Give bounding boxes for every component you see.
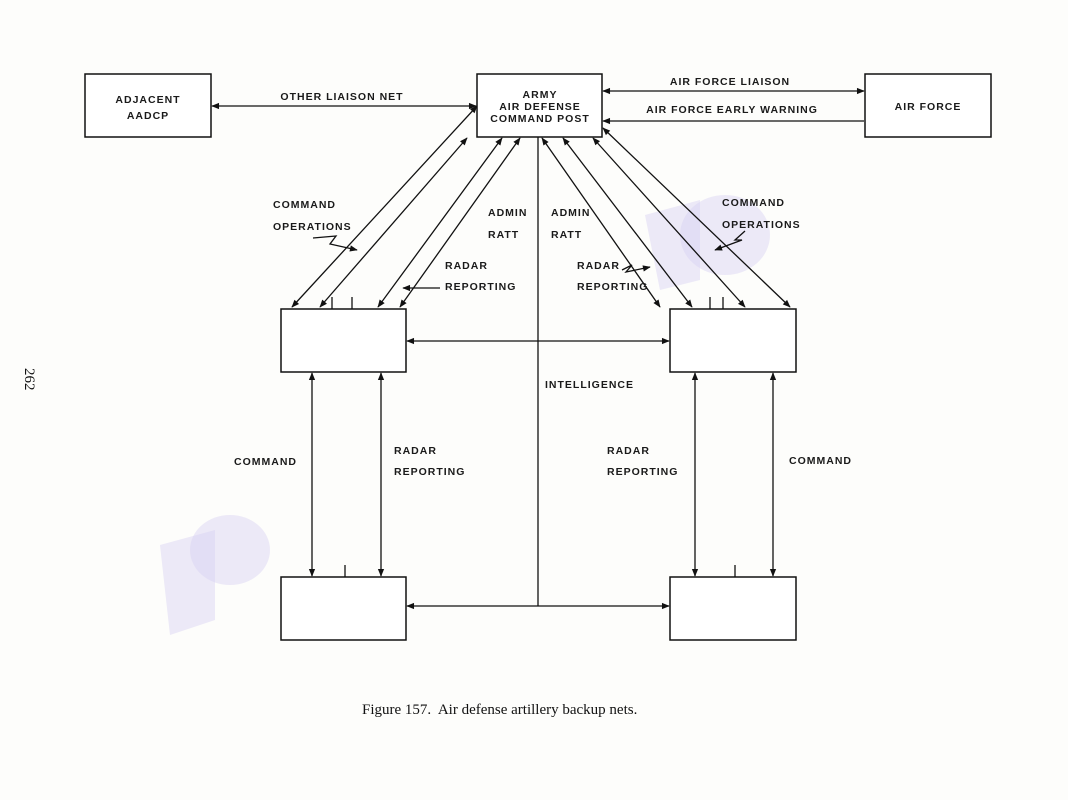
watermark-emblem: [645, 195, 770, 290]
reporting-label-right: REPORTING: [577, 281, 648, 293]
command-post-label: COMMAND POST: [490, 113, 590, 125]
operations-pointer-right: [714, 230, 746, 251]
operations-label-right: OPERATIONS: [722, 219, 801, 231]
adjacent-aadcp-box: [84, 73, 212, 138]
right-command-link: [602, 127, 791, 308]
left-unit-box: [280, 308, 407, 373]
air-force-box: [864, 73, 992, 138]
army-command-post-box: [476, 73, 603, 138]
watermark-emblem: [160, 515, 270, 635]
command-label-right: COMMAND: [722, 197, 785, 209]
other-liaison-net-label: OTHER LIAISON NET: [280, 91, 403, 103]
radar-pointer-right: [621, 264, 651, 274]
figure-caption: Figure 157. Air defense artillery backup…: [362, 702, 637, 718]
reporting-label-lower-left: REPORTING: [394, 466, 465, 478]
operations-pointer: [312, 235, 358, 252]
admin-label-right: ADMIN: [551, 207, 590, 219]
air-force-liaison-label: AIR FORCE LIAISON: [670, 76, 790, 88]
reporting-label-lower-right: REPORTING: [607, 466, 678, 478]
radar-label-lower-right: RADAR: [607, 445, 650, 457]
right-unit-box: [669, 308, 797, 373]
army-label: ARMY: [523, 89, 558, 101]
air-force-early-warning-label: AIR FORCE EARLY WARNING: [646, 104, 818, 116]
radar-label-left: RADAR: [445, 260, 488, 272]
radar-label-lower-left: RADAR: [394, 445, 437, 457]
air-defense-label: AIR DEFENSE: [499, 101, 581, 113]
air-force-label: AIR FORCE: [895, 101, 962, 113]
page-number: 262: [21, 368, 37, 391]
command-label-lower-left: COMMAND: [234, 456, 297, 468]
aadcp-label: AADCP: [127, 110, 169, 122]
bottom-left-unit-box: [280, 576, 407, 641]
ratt-label-right: RATT: [551, 229, 582, 241]
ratt-label-left: RATT: [488, 229, 519, 241]
bottom-right-unit-box: [669, 576, 797, 641]
admin-label-left: ADMIN: [488, 207, 527, 219]
left-radar-link: [399, 137, 521, 308]
reporting-label-left: REPORTING: [445, 281, 516, 293]
command-label-lower-right: COMMAND: [789, 455, 852, 467]
adjacent-label: ADJACENT: [115, 94, 180, 106]
operations-label-left: OPERATIONS: [273, 221, 352, 233]
intelligence-label: INTELLIGENCE: [545, 379, 634, 391]
command-label-left: COMMAND: [273, 199, 336, 211]
radar-label-right: RADAR: [577, 260, 620, 272]
